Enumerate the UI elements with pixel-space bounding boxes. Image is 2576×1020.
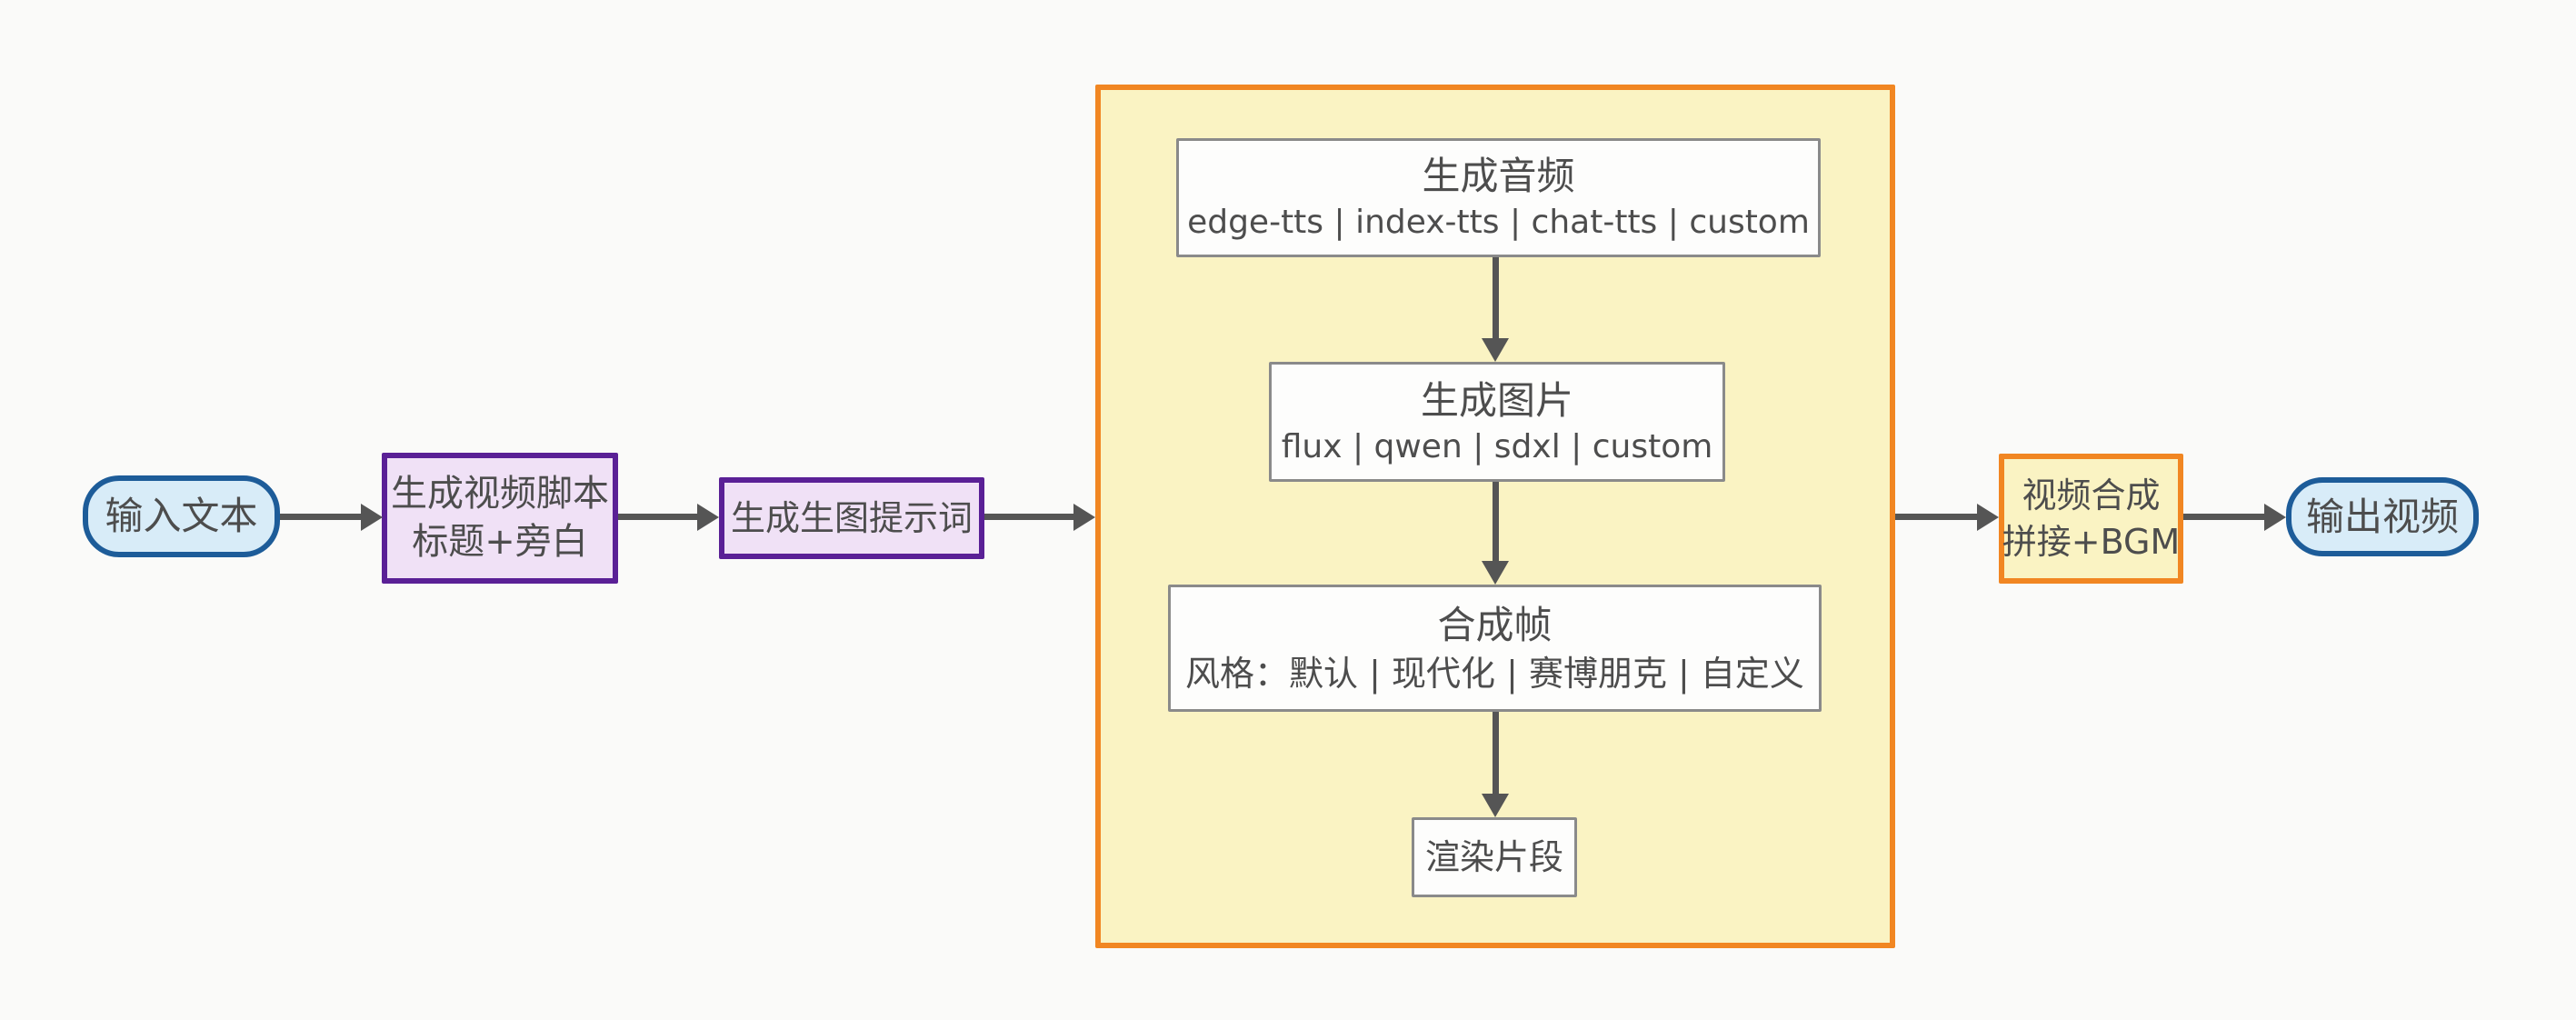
node-output-video: 输出视频	[2286, 477, 2479, 556]
arrowhead-icon	[1482, 794, 1509, 817]
arrowhead-icon	[1482, 338, 1509, 362]
node-generate-image: 生成图片 flux | qwen | sdxl | custom	[1269, 362, 1725, 482]
edge-pipeline-to-compose	[1895, 514, 1979, 520]
node-input-text-label: 输入文本	[105, 494, 258, 539]
edge-audio-to-image	[1493, 257, 1499, 340]
node-generate-image-prompt: 生成生图提示词	[719, 477, 984, 559]
node-input-text: 输入文本	[83, 475, 280, 557]
node-compose-frame-title: 合成帧	[1437, 603, 1553, 648]
node-video-compose: 视频合成 拼接+BGM	[1999, 454, 2183, 584]
edge-input-to-script	[280, 514, 364, 520]
arrowhead-icon	[361, 504, 383, 531]
node-generate-image-options: flux | qwen | sdxl | custom	[1281, 427, 1713, 465]
arrowhead-icon	[2264, 504, 2286, 531]
node-compose-frame-options: 风格：默认 | 现代化 | 赛博朋克 | 自定义	[1185, 653, 1804, 694]
node-video-compose-line2: 拼接+BGM	[2002, 521, 2181, 562]
arrowhead-icon	[1482, 561, 1509, 585]
node-generate-audio-title: 生成音频	[1422, 154, 1575, 199]
arrowhead-icon	[1073, 504, 1095, 531]
node-generate-image-title: 生成图片	[1420, 377, 1573, 423]
edge-script-to-prompt	[618, 514, 701, 520]
edge-frame-to-render	[1493, 712, 1499, 795]
node-render-clip: 渲染片段	[1412, 817, 1577, 897]
edge-prompt-to-pipeline	[984, 514, 1075, 520]
arrowhead-icon	[697, 504, 719, 531]
node-compose-frame: 合成帧 风格：默认 | 现代化 | 赛博朋克 | 自定义	[1168, 585, 1822, 712]
node-generate-audio: 生成音频 edge-tts | index-tts | chat-tts | c…	[1176, 138, 1821, 257]
node-video-compose-line1: 视频合成	[2022, 475, 2161, 516]
node-generate-image-prompt-label: 生成生图提示词	[730, 497, 973, 538]
node-render-clip-label: 渲染片段	[1424, 836, 1563, 877]
node-generate-script: 生成视频脚本 标题+旁白	[382, 453, 618, 584]
node-output-video-label: 输出视频	[2305, 494, 2459, 539]
node-generate-audio-options: edge-tts | index-tts | chat-tts | custom	[1187, 204, 1810, 242]
arrowhead-icon	[1977, 504, 1999, 531]
node-generate-script-line2: 标题+旁白	[412, 521, 588, 563]
edge-compose-to-output	[2183, 514, 2266, 520]
edge-image-to-frame	[1493, 482, 1499, 563]
node-generate-script-line1: 生成视频脚本	[391, 473, 609, 515]
